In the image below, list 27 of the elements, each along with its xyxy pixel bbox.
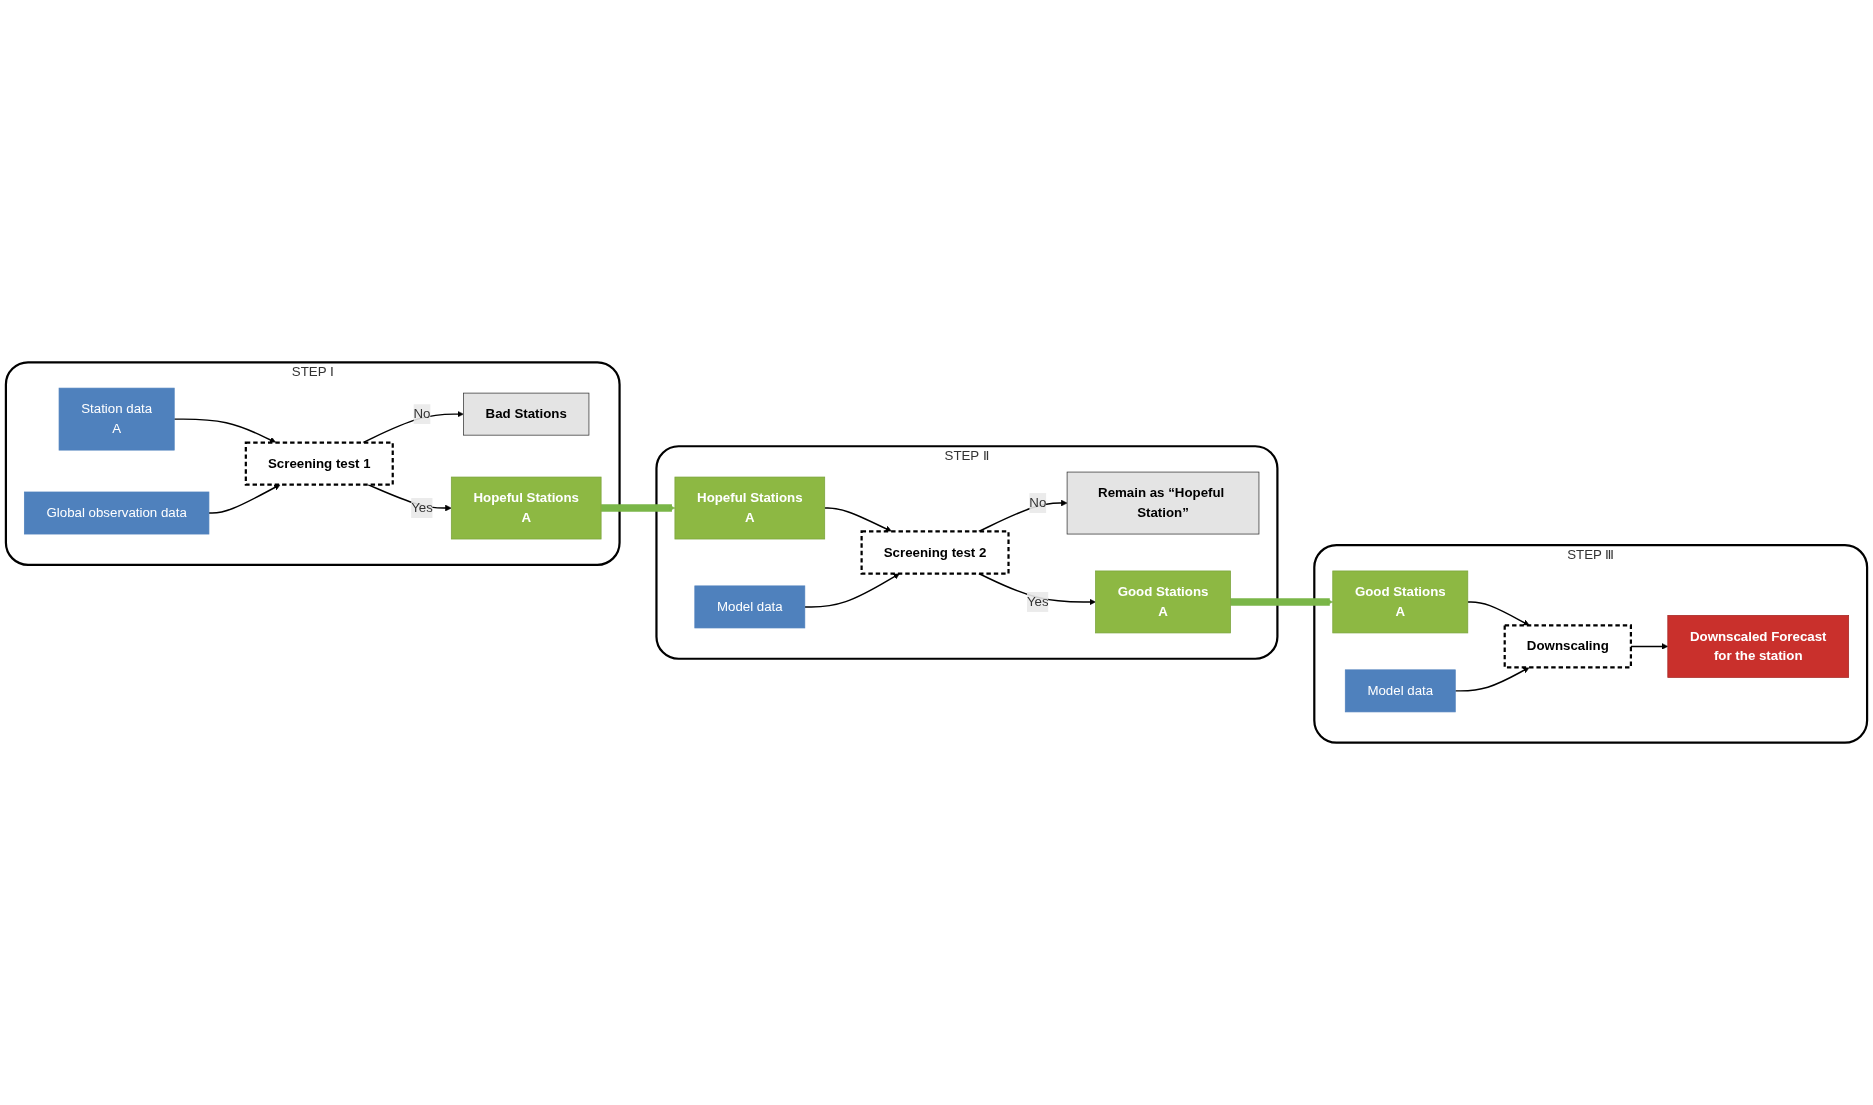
node-box: Downscaled Forecast for the station xyxy=(1667,615,1849,678)
node-box: Bad Stations xyxy=(463,392,590,436)
node-box: Model data xyxy=(694,585,806,629)
arrow xyxy=(1630,643,1669,650)
arrow xyxy=(1230,598,1334,606)
edge-label: No xyxy=(413,406,431,422)
arrow xyxy=(804,573,900,608)
arrow xyxy=(173,418,277,443)
arrow xyxy=(1467,601,1530,626)
arrow xyxy=(1454,667,1530,692)
node-box: Model data xyxy=(1344,669,1456,713)
node-box: Global observation data xyxy=(24,491,210,535)
node-box: Screening test 2 xyxy=(860,530,1010,575)
node-box: Hopeful Stations A xyxy=(450,476,602,540)
arrow xyxy=(824,507,892,532)
arrow xyxy=(600,504,676,512)
node-box: Hopeful Stations A xyxy=(674,476,826,540)
node-box: Station data A xyxy=(58,387,175,451)
edge-label: Yes xyxy=(1026,594,1049,609)
node-box: Good Stations A xyxy=(1332,570,1469,634)
node-box: Remain as “Hopeful Station” xyxy=(1066,471,1260,535)
node-box: Good Stations A xyxy=(1095,570,1231,634)
edge-label: Yes xyxy=(411,500,433,516)
node-box: Screening test 1 xyxy=(244,441,394,486)
arrow xyxy=(208,484,281,514)
node-box: Downscaling xyxy=(1503,624,1632,669)
edge-label: No xyxy=(1029,495,1047,511)
